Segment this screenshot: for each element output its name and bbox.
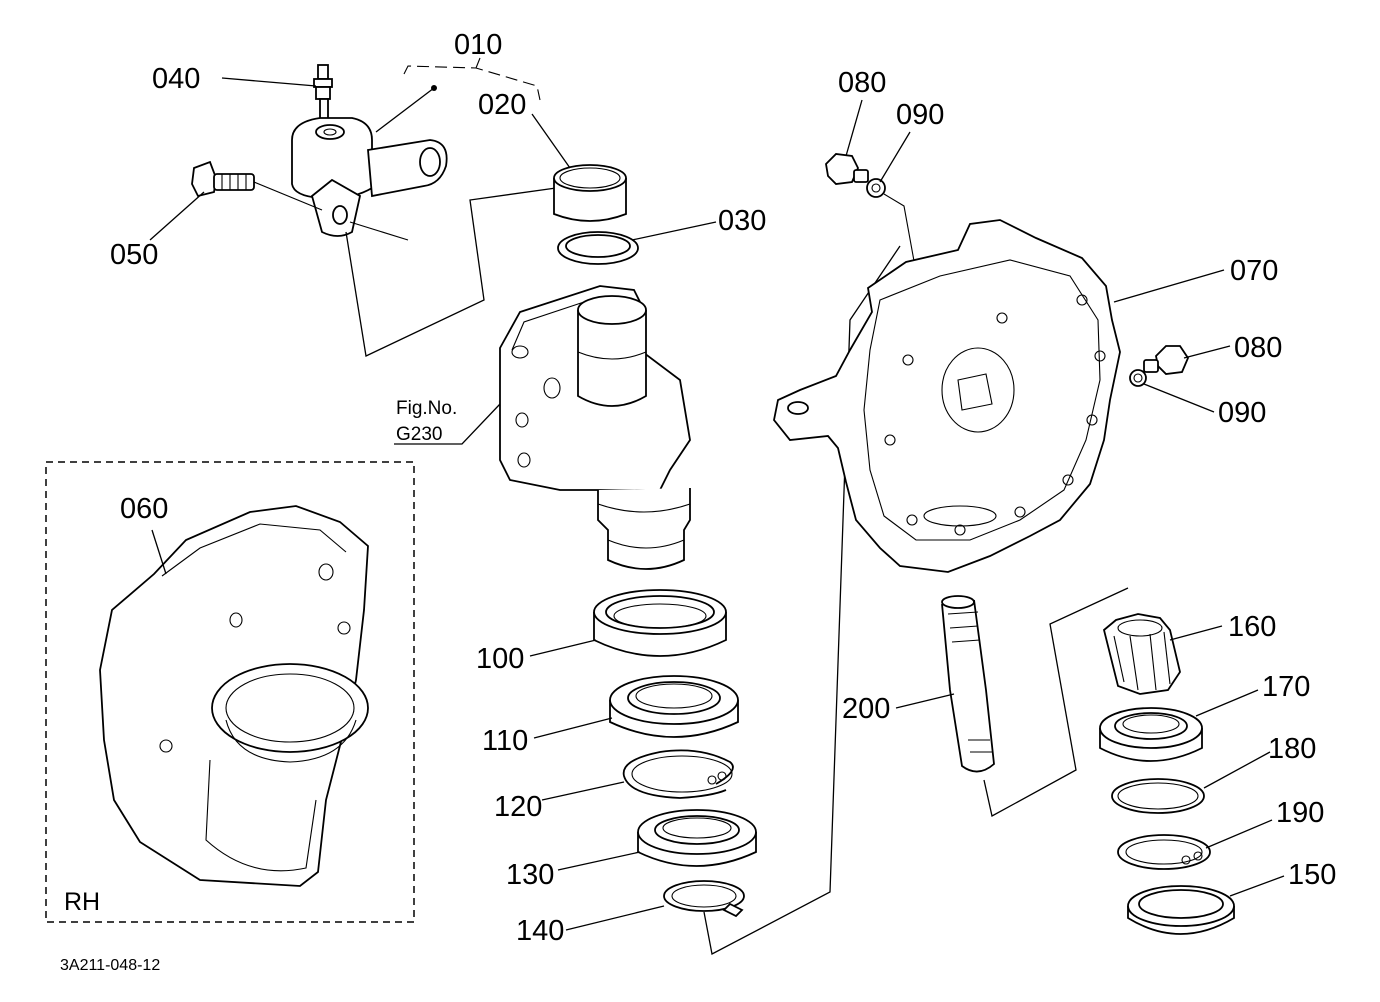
bolt-part	[191, 160, 255, 198]
center-column-parts	[394, 113, 901, 955]
inset-frame	[45, 461, 415, 923]
bearing-part-110	[609, 675, 739, 738]
callout-090-upper: 090	[896, 99, 944, 131]
callout-labels: 010 020 030 040 050 060 070 080 090 080 …	[60, 29, 1336, 974]
callout-150: 150	[1288, 859, 1336, 891]
shaft-part	[941, 595, 995, 773]
callout-090-right: 090	[1218, 397, 1266, 429]
oil-seal-part-150	[1127, 885, 1235, 935]
callout-120: 120	[494, 791, 542, 823]
callout-200: 200	[842, 693, 890, 725]
knuckle-arm-part	[291, 117, 448, 237]
seal-ring-part	[557, 231, 639, 265]
callout-100: 100	[476, 643, 524, 675]
rh-case-part	[99, 505, 369, 887]
callout-130: 130	[506, 859, 554, 891]
gear-case-part	[499, 285, 691, 570]
callout-160: 160	[1228, 611, 1276, 643]
snap-ring-part-120	[622, 749, 734, 799]
pinion-gear-part	[1102, 613, 1181, 695]
callout-010: 010	[454, 29, 502, 61]
outer-case-part	[773, 219, 1121, 573]
callout-140: 140	[516, 915, 564, 947]
callout-020: 020	[478, 89, 526, 121]
rh-inset	[45, 461, 415, 923]
outer-case-group	[773, 99, 1231, 573]
callout-060: 060	[120, 493, 168, 525]
snap-ring-part-140	[663, 880, 745, 918]
fig-reference-line2: G230	[396, 424, 442, 445]
ring-part-180	[1111, 778, 1205, 814]
oil-seal-part	[593, 589, 727, 657]
snap-ring-part-190	[1117, 834, 1211, 870]
callout-180: 180	[1268, 733, 1316, 765]
bearing-part-170	[1099, 707, 1203, 762]
grease-nipple-part	[313, 64, 333, 122]
bolt-part-080-upper	[825, 153, 869, 185]
washer-part-090-right	[1129, 369, 1147, 387]
washer-part-090-upper	[866, 178, 886, 198]
callout-070: 070	[1230, 255, 1278, 287]
figure-code: 3A211-048-12	[60, 957, 160, 974]
callout-190: 190	[1276, 797, 1324, 829]
shaft-gear-group	[895, 587, 1285, 935]
fig-reference-line1: Fig.No.	[396, 398, 457, 419]
callout-040: 040	[152, 63, 200, 95]
bearing-part-130	[637, 809, 757, 867]
knuckle-arm-group	[149, 57, 557, 357]
callout-080-upper: 080	[838, 67, 886, 99]
bolt-part-080-right	[1143, 345, 1190, 375]
callout-110: 110	[482, 725, 528, 757]
callout-170: 170	[1262, 671, 1310, 703]
callout-080-right: 080	[1234, 332, 1282, 364]
inset-label: RH	[64, 888, 100, 916]
callout-030: 030	[718, 205, 766, 237]
callout-050: 050	[110, 239, 158, 271]
bushing-part	[553, 164, 627, 222]
